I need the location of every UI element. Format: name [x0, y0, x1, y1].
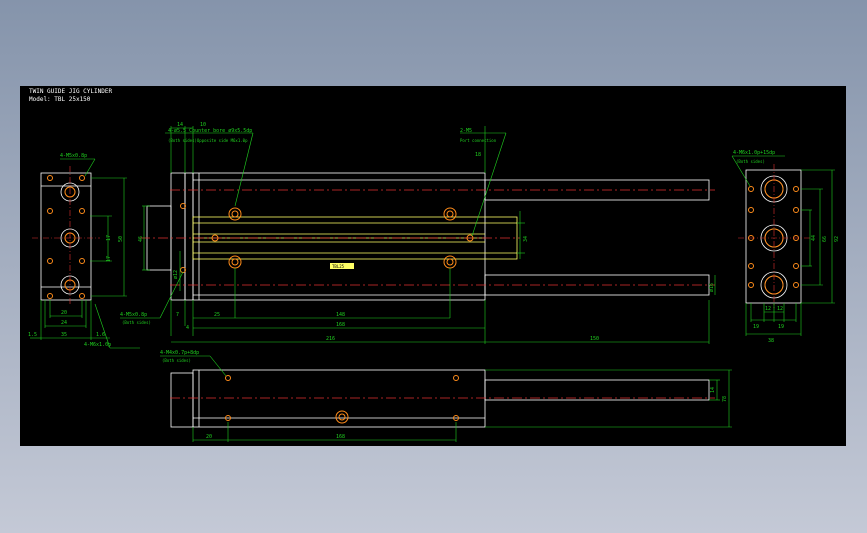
left-view-callout-top: 4-M5x0.8p — [60, 153, 87, 159]
dim-front-216: 216 — [326, 336, 335, 342]
dim-left-1-6: 1.6 — [96, 332, 105, 338]
dim-front-168: 168 — [336, 322, 345, 328]
dim-bottom-14: 14 — [710, 387, 716, 393]
dim-right-12b: 12 — [777, 306, 783, 312]
left-side-view — [40, 172, 92, 301]
right-view-dim-lines — [731, 155, 835, 336]
dim-left-17b: 17 — [106, 256, 112, 262]
front-callout-bottom-1: 4-M5x0.8p — [120, 312, 147, 318]
dim-left-50: 50 — [118, 236, 124, 242]
right-view-holes — [748, 179, 799, 295]
front-view-holes — [180, 203, 474, 273]
front-view-centerlines — [140, 189, 715, 286]
dim-left-1-5: 1.5 — [28, 332, 37, 338]
dim-right-19b: 19 — [778, 324, 784, 330]
nameplate-label: TBL25 — [332, 264, 345, 269]
bottom-callout-2: (Both sides) — [162, 358, 191, 363]
dim-bottom-20: 20 — [206, 434, 212, 440]
bottom-view-holes — [225, 375, 459, 424]
left-view-callout-bottom: 4-M6x1.0p — [84, 342, 111, 348]
dim-front-10: 10 — [200, 122, 206, 128]
dim-front-18: 18 — [475, 152, 481, 158]
front-callout-counterbore-1: 4-ø5.5 Counter bore ø9x5.5dp — [168, 128, 252, 134]
cad-drawing: TWIN GUIDE JIG CYLINDER Model: TBL 25x15… — [28, 88, 840, 442]
left-view-dim-lines — [30, 158, 140, 349]
dim-right-12a: 12 — [765, 306, 771, 312]
dim-front-dia-12: ø12 — [173, 270, 179, 279]
dim-front-34: 34 — [523, 236, 529, 242]
dim-front-dia-16: ø16 — [709, 283, 715, 292]
dim-right-92: 92 — [834, 236, 840, 242]
cad-canvas[interactable]: TWIN GUIDE JIG CYLINDER Model: TBL 25x15… — [20, 86, 846, 446]
drawing-model: Model: TBL 25x150 — [29, 96, 91, 103]
dim-left-17a: 17 — [106, 235, 112, 241]
front-callout-ports-1: 2-M5 — [460, 128, 472, 134]
dim-right-19a: 19 — [753, 324, 759, 330]
dim-front-150: 150 — [590, 336, 599, 342]
front-callout-ports-2: Port connection — [460, 138, 497, 143]
right-callout-2: (Both sides) — [736, 159, 765, 164]
front-view — [146, 172, 710, 301]
bottom-view-dim-lines — [160, 355, 732, 442]
dim-front-46: 46 — [138, 236, 144, 242]
dim-front-25: 25 — [214, 312, 220, 318]
dim-bottom-78: 78 — [722, 396, 728, 402]
dim-bottom-168: 168 — [336, 434, 345, 440]
front-callout-counterbore-2: (Both sides)Opposite side M6x1.0p — [168, 138, 248, 143]
dim-left-20: 20 — [61, 310, 67, 316]
right-callout-1: 4-M6x1.0p+15dp — [733, 150, 775, 156]
drawing-title: TWIN GUIDE JIG CYLINDER — [29, 88, 112, 95]
dim-front-7: 7 — [176, 312, 179, 318]
right-end-view — [745, 169, 802, 304]
bottom-callout-1: 4-M4x0.7p+8dp — [160, 350, 199, 356]
dim-right-66: 66 — [822, 236, 828, 242]
dim-left-35: 35 — [61, 332, 67, 338]
dim-front-4: 4 — [186, 325, 189, 331]
left-view-centerlines — [32, 166, 100, 306]
right-view-centerlines — [738, 164, 810, 308]
dim-front-148: 148 — [336, 312, 345, 318]
dim-right-44: 44 — [811, 235, 817, 241]
bottom-view — [170, 369, 710, 428]
dim-left-24: 24 — [61, 320, 67, 326]
nameplate — [330, 263, 354, 269]
front-callout-bottom-2: (Both sides) — [122, 320, 151, 325]
dim-front-14: 14 — [177, 122, 183, 128]
dim-right-38: 38 — [768, 338, 774, 344]
front-view-dim-lines — [120, 126, 716, 344]
